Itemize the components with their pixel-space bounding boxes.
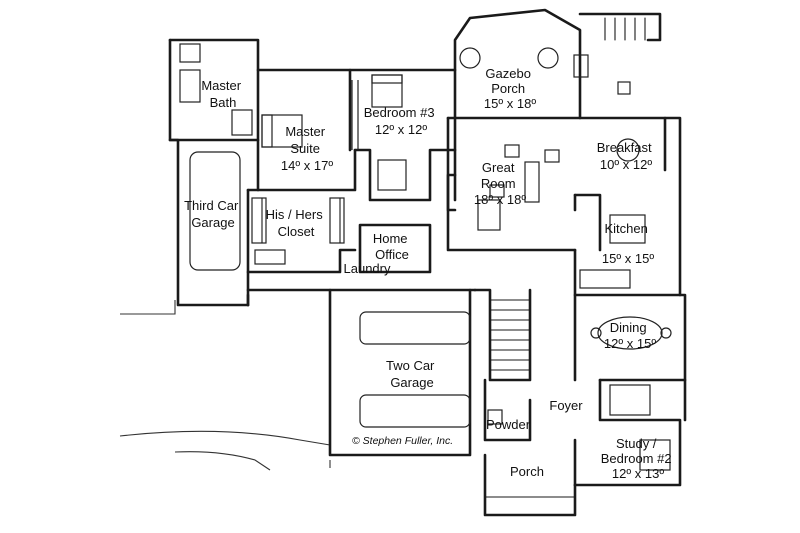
label-breakfast: Breakfast 10º x 12º: [597, 140, 656, 172]
label-home-office: Home Office: [373, 231, 411, 262]
label-powder: Powder: [486, 417, 531, 432]
room-labels: Master Bath Master Suite 14º x 17º Bedro…: [184, 66, 675, 481]
label-two-car-garage: Two Car Garage: [386, 358, 438, 390]
label-gazebo-porch: Gazebo Porch 15º x 18º: [484, 66, 536, 111]
label-bedroom-3: Bedroom #3 12º x 12º: [364, 105, 438, 137]
label-master-bath: Master Bath: [201, 78, 244, 110]
label-third-car-garage: Third Car Garage: [184, 198, 242, 230]
furniture: [179, 43, 672, 471]
walls: [168, 8, 687, 517]
label-great-room: Great Room 18º x 18º: [474, 160, 526, 207]
driveway: [119, 300, 331, 471]
label-porch: Porch: [510, 464, 544, 479]
label-dining: Dining 12º x 15º: [604, 320, 656, 351]
label-study-bedroom-2: Study / Bedroom #2 12º x 13º: [601, 436, 675, 481]
label-closet: His / Hers Closet: [266, 207, 327, 239]
copyright-notice: © Stephen Fuller, Inc.: [352, 435, 453, 447]
label-laundry: Laundry: [344, 261, 391, 276]
label-foyer: Foyer: [549, 398, 583, 413]
label-kitchen: Kitchen 15º x 15º: [602, 221, 654, 266]
label-master-suite: Master Suite 14º x 17º: [281, 124, 333, 173]
